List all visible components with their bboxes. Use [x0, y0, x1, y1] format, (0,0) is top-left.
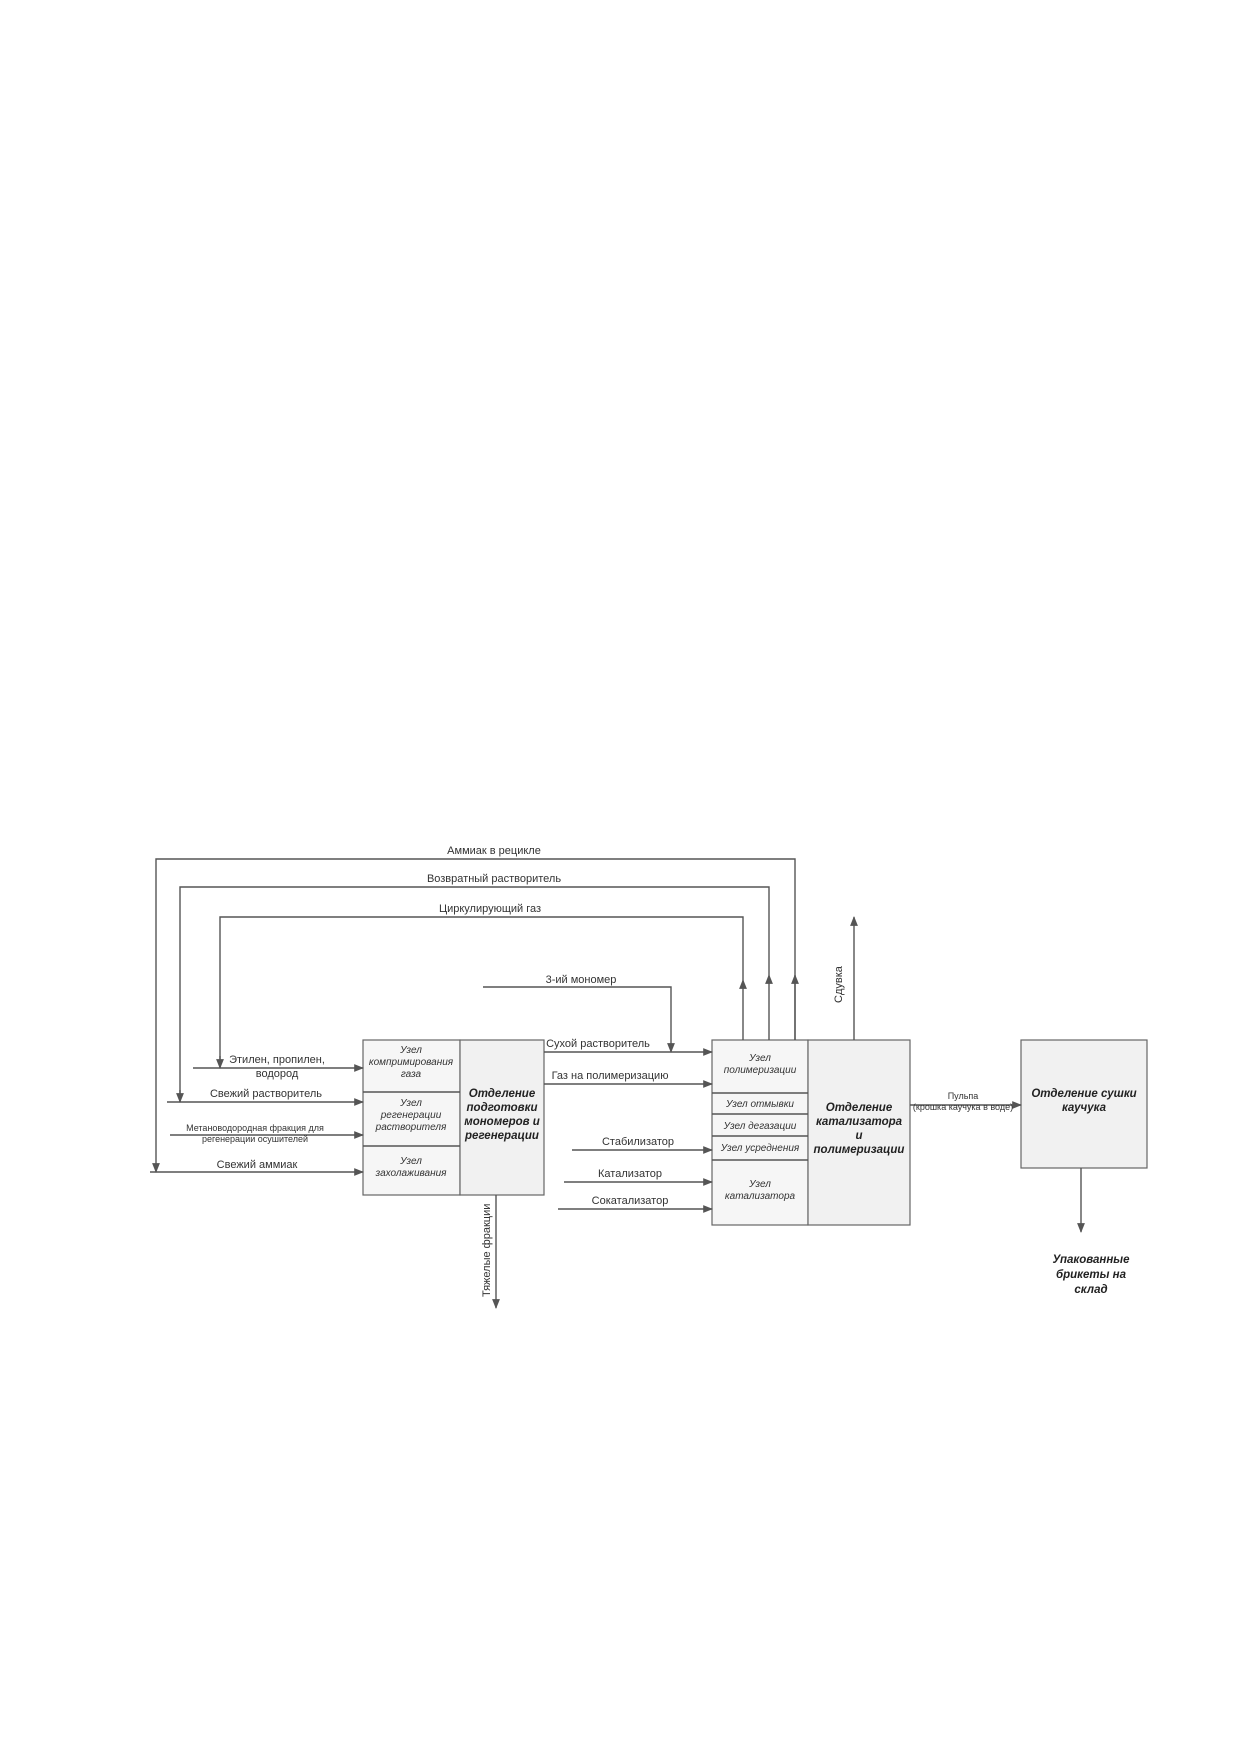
dept-polym-box — [807, 1039, 911, 1226]
third-monomer-label: 3-ий мономер — [546, 974, 617, 986]
dry-solvent-label: Сухой растворитель — [546, 1038, 650, 1050]
ammonia-recycle-arrow — [152, 858, 796, 1173]
circ-gas-label: Циркулирующий газ — [439, 903, 541, 915]
pulp-label: Пульпа(крошка каучука в воде) — [913, 1091, 1013, 1112]
stabilizer-label: Стабилизатор — [602, 1136, 674, 1148]
return-solvent-label: Возвратный растворитель — [427, 873, 561, 885]
cocatalyst-label: Сокатализатор — [592, 1195, 669, 1207]
third-monomer-arrow — [483, 986, 675, 1053]
fresh-solvent-label: Свежий растворитель — [210, 1088, 322, 1100]
unit-washing-text: Узел отмывки — [725, 1099, 794, 1110]
pulp-label-text: Пульпа(крошка каучука в воде) — [913, 1091, 1013, 1112]
heavy-fractions-label: Тяжелые фракции — [481, 1204, 493, 1297]
gas-polym-label: Газ на полимеризацию — [552, 1070, 669, 1082]
polym-units-column — [711, 1039, 809, 1226]
ammonia-recycle-label: Аммиак в рецикле — [447, 845, 541, 857]
dept-prep-box — [459, 1039, 545, 1196]
dept-polym-block — [711, 1039, 911, 1226]
ethylene-label: Этилен, пропилен,водород — [229, 1054, 325, 1080]
catalyst-label: Катализатор — [598, 1168, 662, 1180]
dept-prep-block — [362, 1039, 545, 1196]
unit-averaging-text: Узел усреднения — [720, 1143, 800, 1154]
ethylene-label-text: Этилен, пропилен,водород — [229, 1054, 325, 1080]
fresh-ammonia-label: Свежий аммиак — [217, 1159, 298, 1171]
circ-gas-line — [219, 916, 744, 1068]
unit-washing-text-text: Узел отмывки — [725, 1099, 794, 1110]
unit-averaging-text-text: Узел усреднения — [720, 1143, 800, 1154]
unit-degassing-text-text: Узел дегазации — [723, 1121, 797, 1132]
prep-units-column — [362, 1039, 461, 1196]
dept-dry-box — [1020, 1039, 1148, 1169]
blowdown-label: Сдувка — [833, 965, 845, 1003]
unit-degassing-text: Узел дегазации — [723, 1121, 797, 1132]
return-solvent-line — [179, 886, 770, 1102]
